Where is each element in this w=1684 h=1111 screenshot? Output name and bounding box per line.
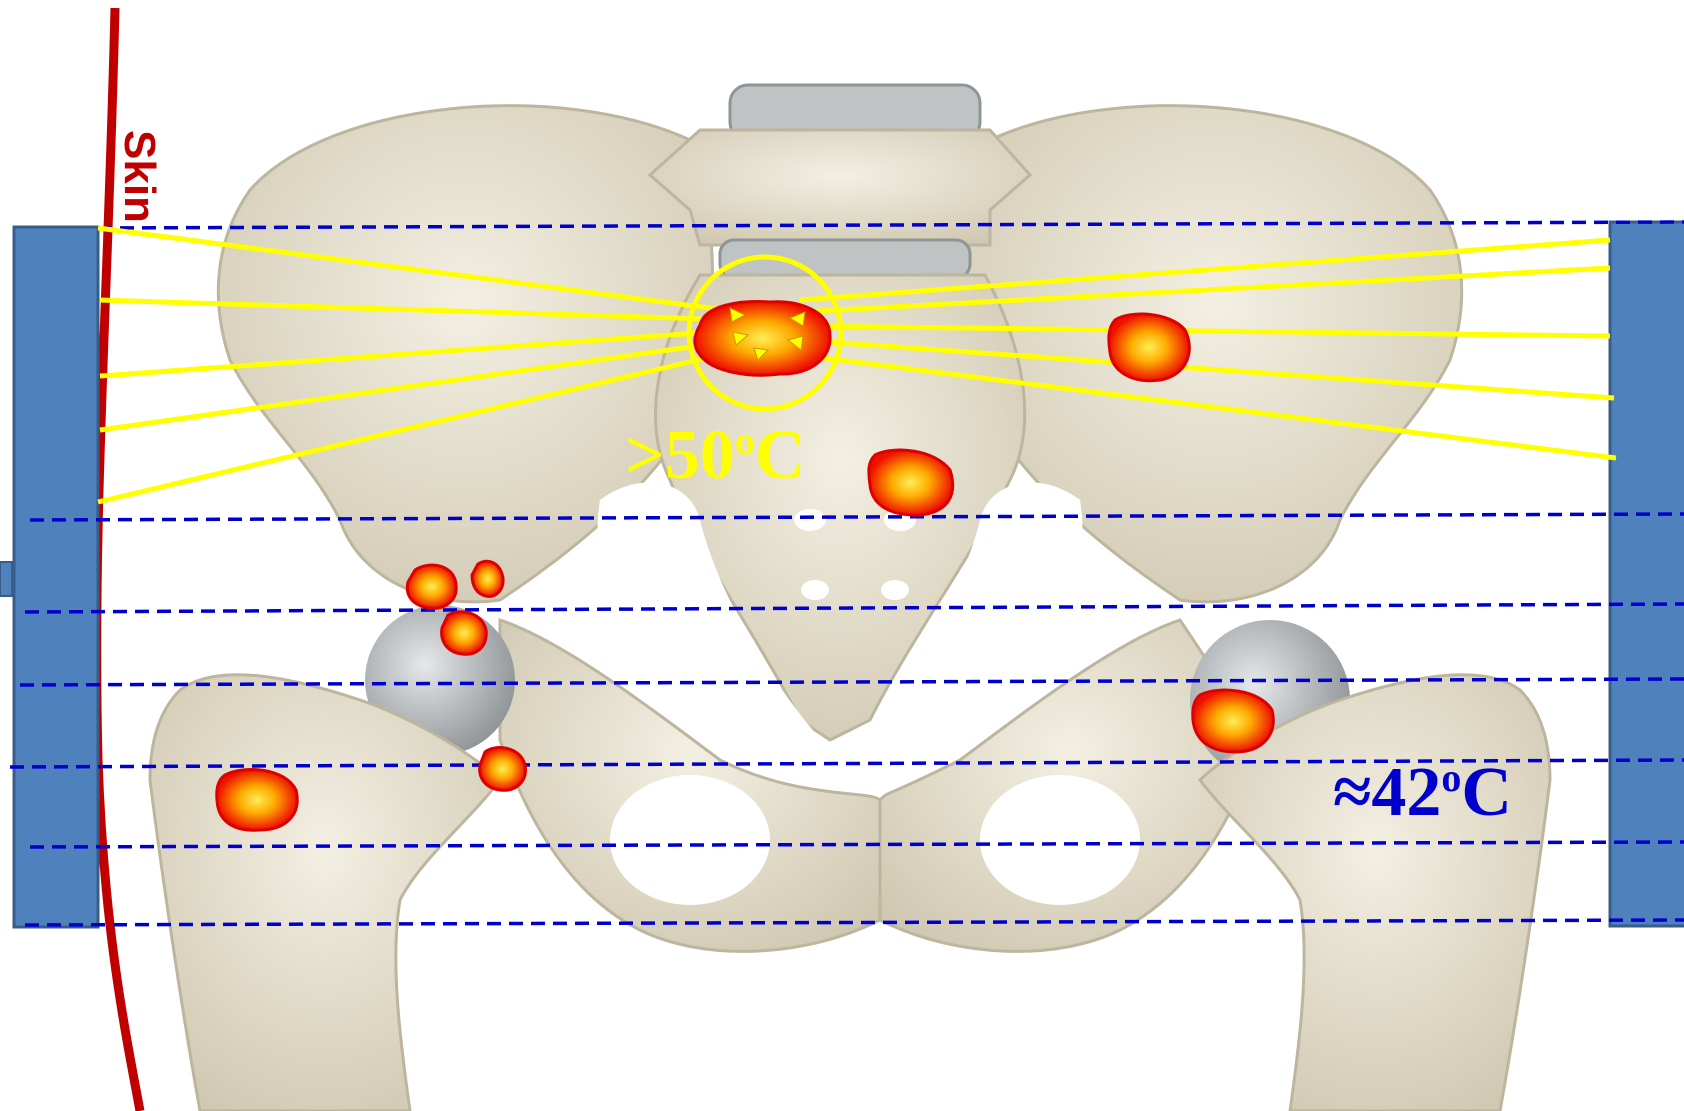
tumor-hotspot-icon [480,748,526,791]
sacral-foramen [794,509,826,531]
tumor-hotspot-icon [217,770,297,831]
tumor-hotspot-icon [1109,314,1189,381]
right-electrode [1610,222,1684,926]
tumor-hotspot-icon [442,612,487,655]
right-obturator-foramen [980,775,1140,905]
left-electrode-tab [0,562,12,596]
sacral-foramen [881,580,909,600]
left-femur [150,675,500,1111]
tumor-hotspot-icon [472,561,503,596]
skin-label: Skin [115,130,164,223]
pelvis-illustration [150,85,1550,1111]
tumor-hotspot-icon [1193,690,1274,752]
left-obturator-foramen [610,775,770,905]
tumor-hotspot-icon [869,450,953,515]
hot-temperature-label: >50oC [625,417,805,494]
vertebra-body [650,130,1030,245]
sacral-foramen [801,580,829,600]
cool-temperature-label: ≈42oC [1333,754,1512,831]
left-electrode [14,227,98,927]
tumor-hotspot-icon [407,565,456,608]
tumor-hotspot-icon [695,302,830,376]
